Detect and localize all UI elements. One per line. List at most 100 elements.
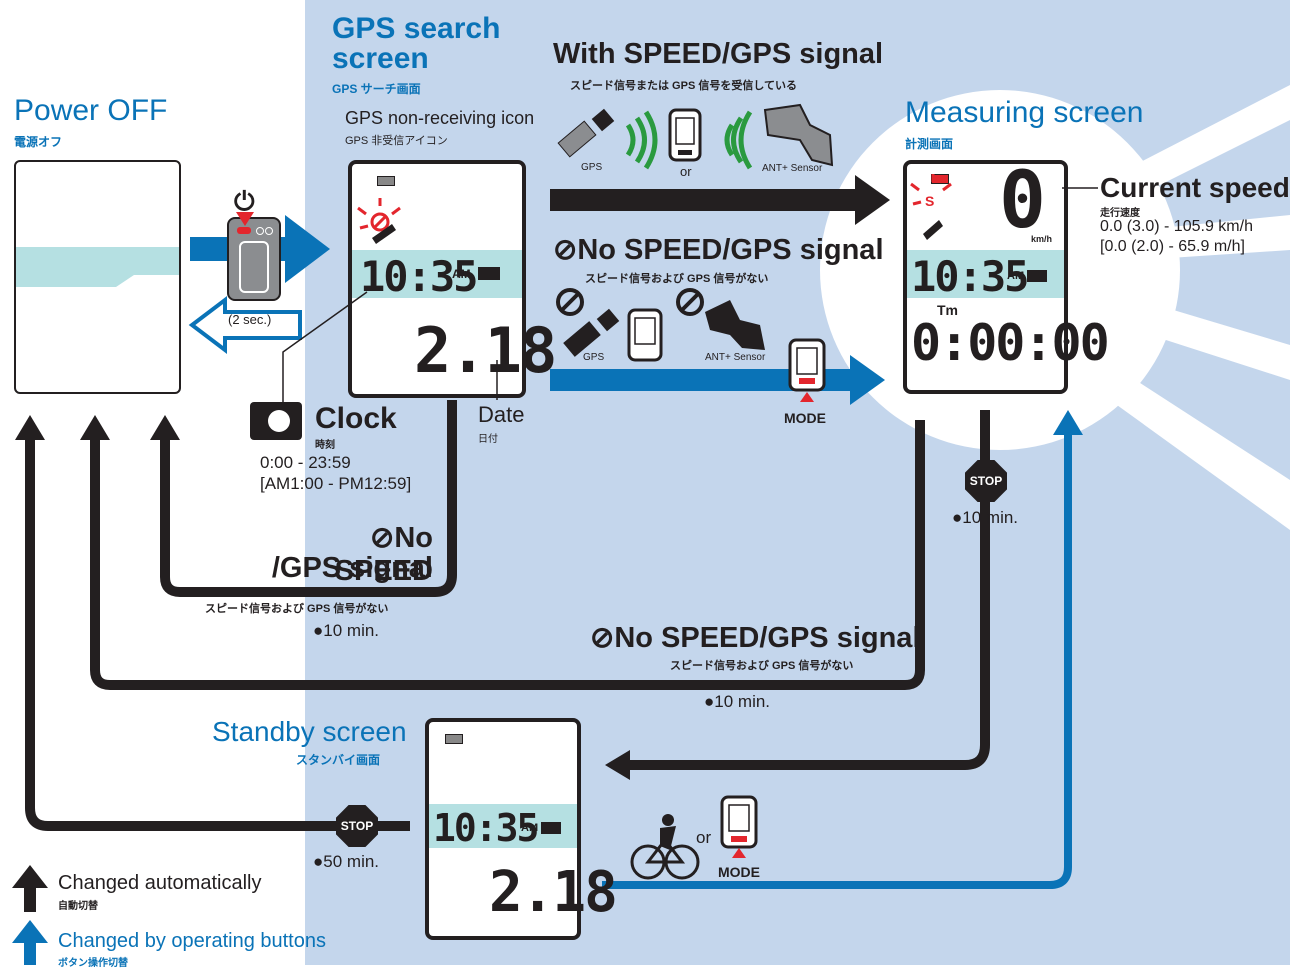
no-signal-left-sub: スピード信号および GPS 信号がない [205, 603, 389, 615]
with-or-label: or [680, 164, 692, 179]
with-gps-label: GPS [581, 162, 603, 173]
power-hold-label: (2 sec.) [228, 312, 272, 327]
clock-range2: [AM1:00 - PM12:59] [260, 474, 412, 493]
gps-noicon-label: GPS non-receiving icon [345, 108, 535, 128]
gps-search-title: GPS search screen [332, 12, 501, 75]
arrows-black [25, 189, 990, 831]
no-signal-mid-title: ⊘No SPEED/GPS signal [590, 622, 921, 654]
signal-waves-icon [625, 110, 753, 170]
power-off-screen [14, 160, 181, 394]
legend-auto-sub: 自動切替 [58, 901, 98, 912]
gps-noicon-sub: GPS 非受信アイコン [345, 135, 448, 147]
gps-noreceive-icon [357, 198, 401, 244]
measuring-sub: 計測画面 [905, 137, 954, 151]
standby-time: 10:35 [433, 806, 539, 850]
gps-search-screen: 10:35 AM 2.18 [348, 160, 557, 398]
device-icon [668, 108, 702, 162]
power-on-arrow-head [285, 215, 330, 283]
tm-label: Tm [937, 302, 958, 318]
clock-icon-small [541, 822, 561, 834]
power-off-arrow [188, 295, 302, 355]
current-speed-range1: 0.0 (3.0) - 105.9 km/h [1100, 218, 1253, 235]
standby-title: Standby screen [212, 716, 407, 747]
black-arrow-icon [12, 865, 48, 912]
standby-screen: 10:35 AM 2.18 [425, 718, 618, 940]
blue-arrow-icon [12, 920, 48, 965]
stop-right-timer: ●10 min. [952, 508, 1019, 527]
with-signal-title: With SPEED/GPS signal [553, 38, 884, 70]
power-off-sub: 電源オフ [14, 135, 63, 149]
no-signal-top-sub: スピード信号および GPS 信号がない [585, 273, 769, 285]
stop-left-timer: ●50 min. [313, 852, 380, 871]
date-sub: 日付 [478, 434, 498, 445]
ray [1135, 300, 1290, 380]
no-signal-icon: ⊘ [370, 522, 395, 554]
speed-unit: km/h [1031, 234, 1053, 244]
standby-value: 2.18 [489, 860, 618, 925]
gps-search-sub: GPS サーチ画面 [332, 82, 421, 96]
power-button-red[interactable] [237, 227, 251, 234]
stop-sign-right: STOP [965, 460, 1007, 502]
ray [1125, 85, 1290, 200]
elapsed-value: 0:00:00 [911, 314, 1110, 372]
measuring-time: 10:35 [911, 252, 1029, 301]
gps-time: 10:35 [360, 252, 478, 301]
battery-icon [445, 734, 463, 744]
timer-icon: ● [313, 621, 324, 640]
with-ant-label: ANT+ Sensor [762, 163, 823, 174]
clock-sub: 時刻 [315, 440, 335, 451]
timer-icon: ● [952, 508, 963, 527]
arrowheads-blue [850, 355, 1083, 435]
mode-device-icon [720, 795, 758, 858]
no-gps-label: GPS [583, 352, 605, 363]
timer-icon: ● [704, 692, 715, 711]
measuring-screen: S 0 km/h 10:35 AM Tm 0:00:00 [903, 156, 1110, 394]
no-ant-label: ANT+ Sensor [705, 352, 766, 363]
no-signal-mid-timer: ●10 min. [704, 692, 771, 711]
current-speed-sub: 走行速度 [1100, 208, 1140, 219]
speed-sensor-icon: S [910, 174, 952, 240]
ride-or-label: or [696, 828, 712, 847]
ray [1110, 370, 1290, 530]
measuring-ampm: AM [1007, 270, 1025, 282]
no-signal-left-line1: ⊘No SPEED [334, 522, 433, 587]
legend-button: Changed by operating buttons [58, 930, 326, 952]
ant-sensor-icon [763, 103, 834, 167]
current-speed-range2: [0.0 (2.0) - 65.9 m/h] [1100, 238, 1245, 255]
timer-icon: ● [313, 852, 324, 871]
clock-icon-small [1027, 270, 1047, 282]
arrowheads-black [15, 175, 890, 780]
mode-button-label-bottom[interactable]: MODE [718, 864, 760, 880]
measuring-title: Measuring screen [905, 96, 1144, 129]
gps-value: 2.18 [414, 314, 557, 387]
no-signal-left-line2: /GPS signal [271, 552, 433, 584]
no-signal-mid-sub: スピード信号および GPS 信号がない [670, 660, 854, 672]
no-signal-icon: ⊘ [590, 622, 615, 654]
power-off-title: Power OFF [14, 94, 168, 127]
speed-value: 0 [999, 156, 1046, 246]
battery-icon [377, 176, 395, 186]
legend-button-sub: ボタン操作切替 [58, 958, 128, 969]
standby-sub: スタンバイ画面 [296, 753, 381, 767]
cyclist-icon [630, 814, 700, 880]
clock-range1: 0:00 - 23:59 [260, 453, 351, 472]
date-label: Date [478, 402, 525, 427]
current-speed-label: Current speed [1100, 172, 1290, 203]
power-button-device[interactable] [227, 217, 281, 301]
standby-ampm: AM [521, 822, 539, 834]
satellite-icon [557, 108, 615, 158]
no-signal-left-timer: ●10 min. [313, 621, 380, 640]
power-icon: ⏻ [234, 186, 255, 216]
mode-button-label-top[interactable]: MODE [784, 410, 826, 426]
svg-text:S: S [925, 193, 934, 209]
clock-icon-small [478, 267, 500, 280]
legend-auto: Changed automatically [58, 872, 262, 894]
with-signal-sub: スピード信号または GPS 信号を受信している [570, 80, 798, 92]
clock-icon [250, 402, 302, 440]
